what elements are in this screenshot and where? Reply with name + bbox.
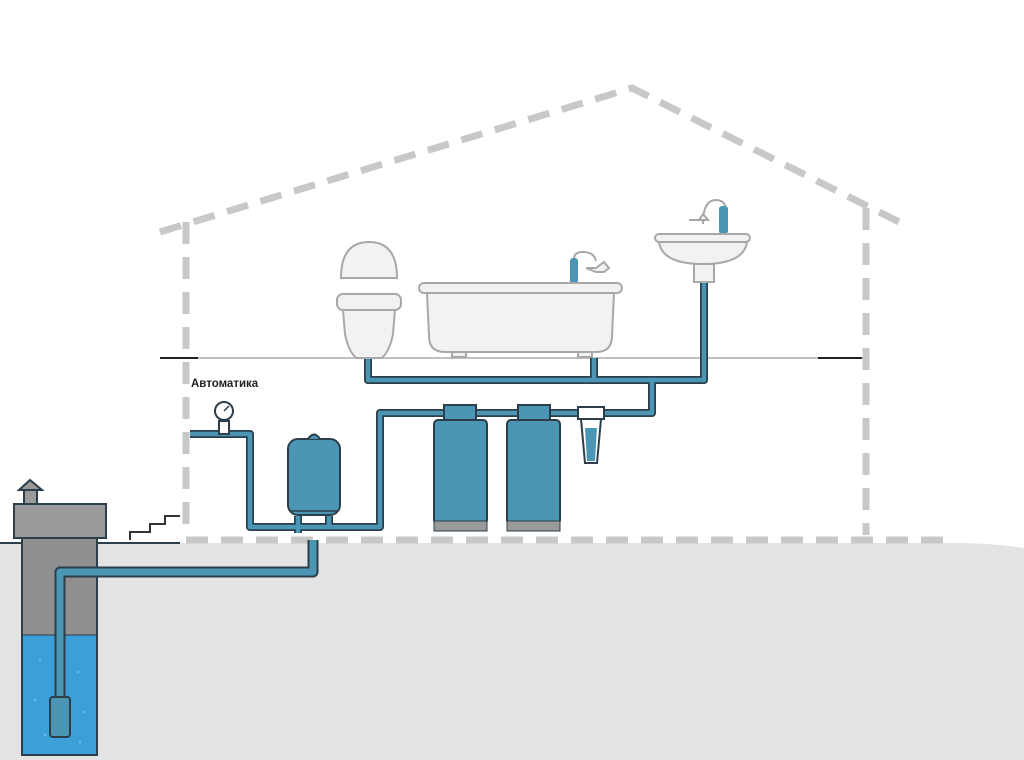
bathtub-icon: [418, 250, 623, 358]
ground: [0, 543, 1024, 760]
pump-icon: [49, 696, 71, 738]
filter-1-icon: [433, 404, 488, 532]
toilet-icon: [336, 240, 402, 359]
gauge-icon: [214, 401, 234, 435]
sink-icon: [654, 198, 751, 283]
steps: [129, 515, 180, 540]
automation-label: Автоматика: [191, 378, 259, 390]
tank-icon: [287, 433, 341, 516]
house-pipes: [190, 280, 708, 533]
filter-2-icon: [506, 404, 561, 532]
cartridge-filter-icon: [577, 406, 605, 464]
